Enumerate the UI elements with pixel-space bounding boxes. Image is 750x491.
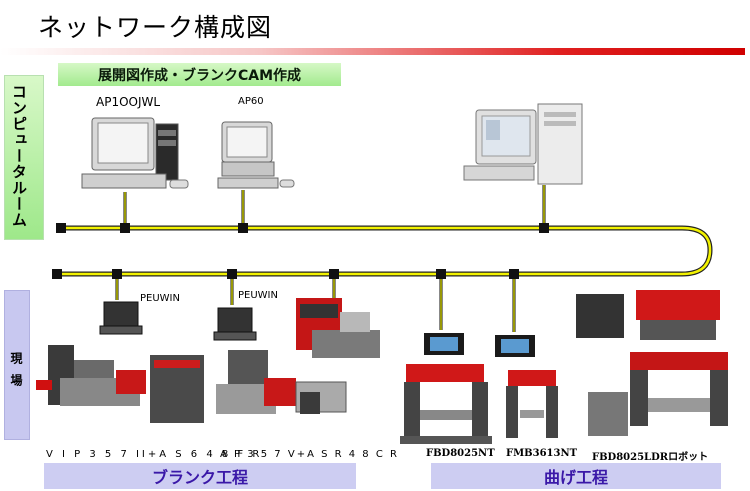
computer-room-band: [4, 75, 44, 240]
site-label: 現場: [9, 352, 23, 396]
ap100-label: AP1OOJWL: [96, 95, 161, 109]
site-band: [4, 290, 30, 440]
bend-process-label: 曲げ工程: [431, 463, 721, 489]
vip357-machine-icon: [36, 345, 204, 423]
blank-process-label: ブランク工程: [44, 463, 356, 489]
controller-monitor-icon: [424, 333, 535, 357]
page-title: ネットワーク構成図: [38, 13, 273, 42]
workstation-ap100-icon: [81, 117, 189, 189]
computer-room-label: コンピュータルーム: [10, 84, 28, 228]
network-line-fill: [57, 226, 712, 276]
robot-cell-icon: [576, 290, 728, 436]
cam-label: 展開図作成・ブランクCAM作成: [58, 63, 341, 86]
network-nodes: [52, 223, 549, 279]
peuwin-label-2: PEUWIN: [238, 290, 278, 301]
laptop-icon: [99, 301, 257, 341]
ap357v-label: A P 3 5 7 V+A S R 4 8 C R: [220, 449, 399, 460]
fbd-robot-label: FBD8025LDRロボット: [592, 452, 709, 463]
server-workstation-icon: [463, 103, 583, 185]
ap60-label: AP60: [238, 96, 264, 107]
ap357v-machine-icon: [216, 350, 347, 414]
fbd8025-label: FBD8025NT: [426, 448, 495, 459]
title-underline: [0, 48, 745, 55]
peuwin-label-1: PEUWIN: [140, 293, 180, 304]
press-brake-fbd8025-icon: [400, 364, 492, 444]
fmb3613-label: FMB3613NT: [506, 448, 578, 459]
network-line: [57, 225, 713, 277]
punch-machine-icon: [296, 298, 380, 358]
press-brake-fmb3613-icon: [506, 370, 558, 438]
vip357-label: V I P 3 5 7 II+A S 6 4 8 F R: [46, 449, 263, 460]
workstation-ap60-icon: [217, 121, 295, 189]
